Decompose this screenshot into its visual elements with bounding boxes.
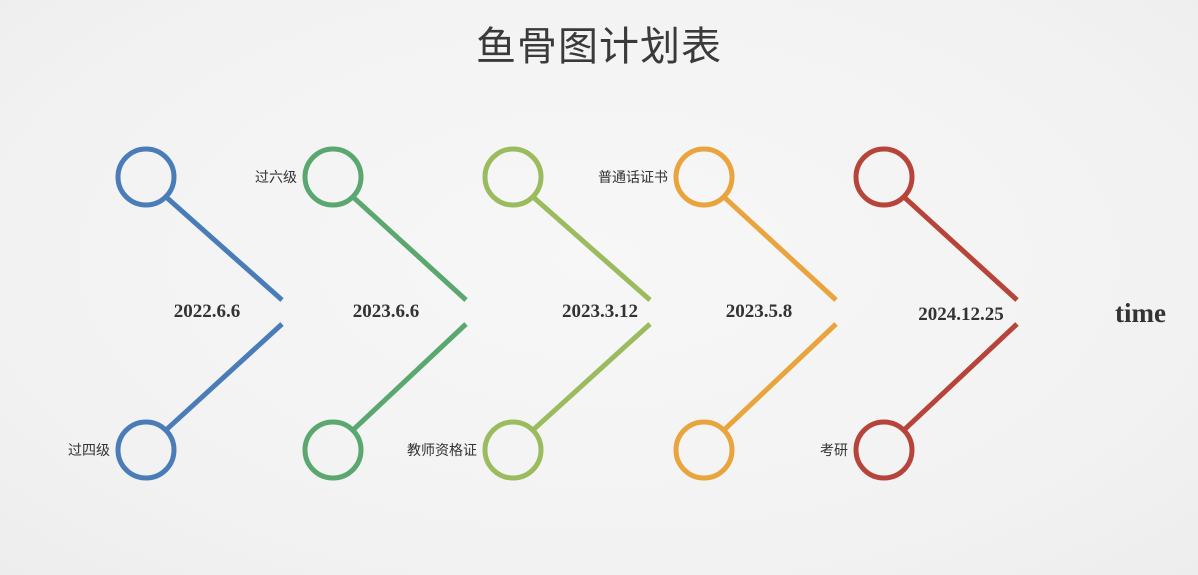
segments-layer: 2022.6.6过四级2023.6.6过六级2023.3.12教师资格证2023… xyxy=(68,146,1019,481)
lower-bone xyxy=(164,322,284,433)
top-node-circle xyxy=(482,146,544,208)
date-label: 2024.12.25 xyxy=(918,304,1004,325)
top-node-circle xyxy=(302,146,364,208)
bottom-node-circle xyxy=(482,419,544,481)
segment-2: 2023.6.6 过六级 xyxy=(255,146,468,481)
top-node-circle xyxy=(115,146,177,208)
top-node-circle xyxy=(673,146,735,208)
time-axis-label: time xyxy=(1115,298,1166,328)
lower-bone xyxy=(351,322,468,433)
upper-bone xyxy=(164,194,284,302)
upper-bone xyxy=(351,194,468,302)
bottom-node-circle xyxy=(302,419,364,481)
bottom-item-label: 过四级 xyxy=(68,443,110,459)
bottom-node-circle xyxy=(673,419,735,481)
bottom-node-circle xyxy=(115,419,177,481)
upper-bone xyxy=(902,194,1019,302)
bottom-node-circle xyxy=(853,419,915,481)
top-item-label: 过六级 xyxy=(255,170,297,186)
upper-bone xyxy=(722,194,838,302)
top-node-circle xyxy=(853,146,915,208)
bottom-item-label: 教师资格证 xyxy=(407,443,477,459)
segment-4: 2023.5.8 普通话证书 xyxy=(598,146,838,481)
upper-bone xyxy=(531,194,652,302)
top-item-label: 普通话证书 xyxy=(598,170,668,186)
date-label: 2023.6.6 xyxy=(353,301,420,322)
date-label: 2023.3.12 xyxy=(562,301,638,322)
lower-bone xyxy=(722,322,838,433)
segment-5: 2024.12.25 考研 xyxy=(820,146,1019,481)
lower-bone xyxy=(531,322,652,433)
segment-1: 2022.6.6 过四级 xyxy=(68,146,284,481)
date-label: 2022.6.6 xyxy=(174,301,241,322)
bottom-item-label: 考研 xyxy=(820,443,848,459)
lower-bone xyxy=(902,322,1019,433)
page-title: 鱼骨图计划表 xyxy=(476,24,722,70)
segment-3: 2023.3.12 教师资格证 xyxy=(407,146,652,481)
date-label: 2023.5.8 xyxy=(726,301,793,322)
